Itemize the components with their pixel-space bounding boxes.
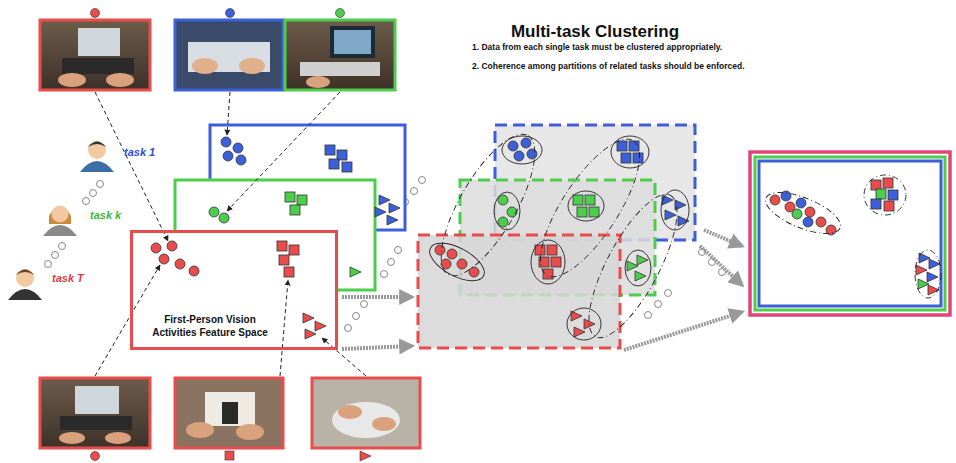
task-label: task k: [90, 209, 121, 221]
photo: [40, 20, 150, 90]
task-label: task 1: [124, 146, 155, 158]
photo: [40, 378, 150, 448]
requirement-note: 2. Coherence among partitions of related…: [472, 61, 745, 71]
person-icon: [8, 269, 42, 300]
requirement-note: 1. Data from each single task must be cl…: [472, 42, 722, 52]
task-label: task T: [52, 272, 84, 284]
person-icon: [43, 206, 77, 237]
photo: [175, 378, 283, 448]
photo: [175, 20, 283, 90]
flow-arrow: [342, 230, 742, 350]
person-icon: [80, 141, 114, 172]
title: Multi-task Clustering: [490, 22, 700, 42]
photo: [285, 20, 395, 90]
feature-space-box: First-Person Vision Activities Feature S…: [130, 230, 338, 350]
coherence-ellipse: [424, 122, 694, 349]
cluster-ellipse: [424, 136, 689, 340]
leader-line: [95, 92, 366, 376]
box-caption: First-Person Vision Activities Feature S…: [141, 314, 279, 339]
photo: [312, 378, 420, 448]
